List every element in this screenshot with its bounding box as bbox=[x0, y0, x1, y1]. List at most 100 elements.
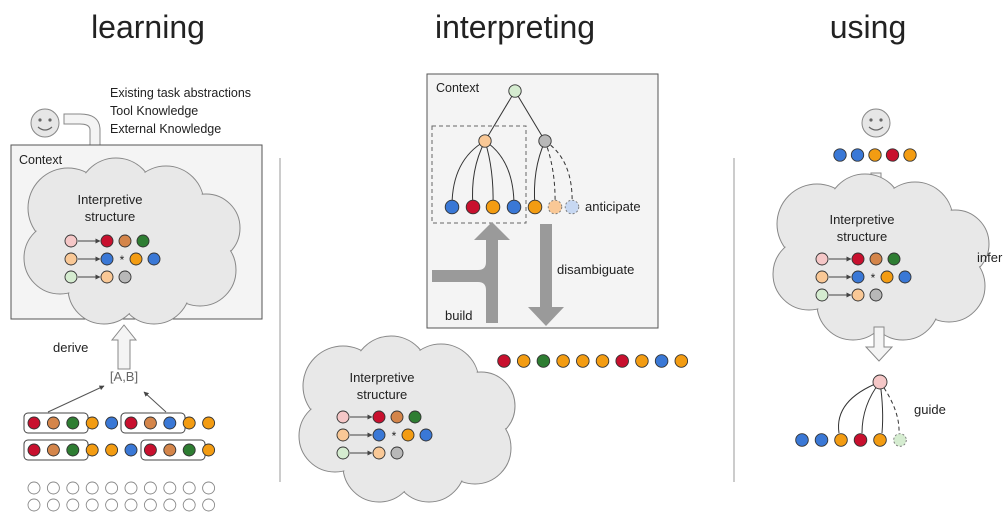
input-token-dot bbox=[595, 354, 610, 368]
token-dot bbox=[66, 416, 80, 430]
rule-body-dot bbox=[887, 252, 901, 266]
input-token-dot bbox=[635, 354, 649, 368]
learning-structure-label-2: structure bbox=[85, 209, 136, 224]
token-dot bbox=[85, 416, 99, 430]
infer-label: infer bbox=[977, 250, 1003, 265]
empty-dot bbox=[105, 481, 119, 495]
interpreting-cloud-fill bbox=[300, 337, 514, 501]
input-token-dot bbox=[497, 354, 511, 368]
interpreting-title: interpreting bbox=[435, 9, 595, 45]
empty-dot bbox=[105, 498, 119, 512]
rule-body-dot bbox=[129, 252, 143, 266]
token-dot bbox=[66, 443, 80, 457]
rule-body-dot bbox=[880, 270, 894, 284]
tree-leaf-node bbox=[444, 199, 460, 215]
empty-dot bbox=[85, 498, 99, 512]
input-token-dot bbox=[674, 354, 689, 368]
rule-body-dot bbox=[136, 234, 150, 248]
rule-body-dot bbox=[100, 234, 114, 248]
abstraction-label: [A,B] bbox=[110, 369, 138, 384]
user-token-dot bbox=[885, 148, 900, 162]
user-sequence bbox=[833, 148, 917, 162]
rule-head-dot bbox=[336, 428, 350, 442]
derive-label: derive bbox=[53, 340, 88, 355]
interpreting-rules: * bbox=[336, 410, 433, 460]
rule-head-dot bbox=[815, 252, 829, 266]
rule-head-dot bbox=[815, 270, 829, 284]
learning-title: learning bbox=[91, 9, 205, 45]
user-token-dot bbox=[903, 148, 917, 162]
rule-head-dot bbox=[336, 446, 350, 460]
rule-body-dot bbox=[898, 270, 912, 284]
using-structure-label-1: Interpretive bbox=[829, 212, 894, 227]
anticipated-node bbox=[564, 199, 580, 215]
token-dot bbox=[202, 443, 216, 457]
rule-body-dot bbox=[390, 446, 404, 460]
rule-head-dot bbox=[336, 410, 350, 424]
rule-body-dot bbox=[851, 252, 865, 266]
rule-head-dot bbox=[64, 270, 78, 284]
rule-marker: * bbox=[120, 253, 125, 267]
input-token-dot bbox=[576, 354, 590, 368]
guide-token-dot bbox=[814, 433, 829, 447]
empty-dot bbox=[66, 481, 80, 495]
guide-label: guide bbox=[914, 402, 946, 417]
guide-token-dot bbox=[873, 433, 887, 447]
empty-dot bbox=[143, 481, 157, 495]
input-token-dot bbox=[536, 354, 551, 368]
interpreting-context-label: Context bbox=[436, 81, 480, 95]
selected-subtree-box bbox=[431, 125, 527, 224]
empty-dot bbox=[182, 498, 196, 512]
input-token-dot bbox=[556, 354, 570, 368]
tree-leaf-node bbox=[506, 199, 522, 215]
interpreting-structure-label-1: Interpretive bbox=[349, 370, 414, 385]
rule-body-dot bbox=[100, 270, 114, 284]
token-dot bbox=[124, 443, 138, 457]
using-title: using bbox=[830, 9, 907, 45]
token-dot bbox=[27, 416, 41, 430]
empty-dot bbox=[46, 481, 60, 495]
parse-tree-nodes bbox=[444, 84, 580, 215]
input-token-dot bbox=[516, 354, 531, 368]
input-token-dot bbox=[615, 354, 629, 368]
knowledge-source-3: External Knowledge bbox=[110, 122, 221, 136]
empty-dot bbox=[202, 481, 216, 495]
rule-body-dot bbox=[408, 410, 422, 424]
infer-down-arrow bbox=[864, 326, 894, 362]
guide-token-dot bbox=[853, 433, 868, 447]
abstraction-link-left bbox=[47, 385, 105, 413]
empty-dot bbox=[27, 481, 41, 495]
learning-context-label: Context bbox=[19, 153, 63, 167]
empty-dot bbox=[27, 498, 41, 512]
tree-leaf-node bbox=[527, 199, 543, 215]
derive-arrow bbox=[110, 324, 138, 370]
token-dot bbox=[163, 416, 177, 430]
rule-body-dot bbox=[118, 234, 132, 248]
empty-dot bbox=[66, 498, 80, 512]
token-dot bbox=[105, 416, 119, 430]
token-dot bbox=[46, 443, 60, 457]
rule-body-dot bbox=[118, 270, 132, 284]
rule-head-dot bbox=[815, 288, 829, 302]
observed-sequences bbox=[27, 416, 216, 457]
guide-sequence bbox=[795, 374, 907, 447]
token-dot bbox=[143, 416, 157, 430]
learning-section: Existing task abstractions Tool Knowledg… bbox=[10, 86, 263, 512]
user-token-dot bbox=[850, 148, 865, 162]
token-dot bbox=[163, 443, 177, 457]
unobserved-sequences bbox=[27, 481, 216, 512]
rule-marker: * bbox=[392, 429, 397, 443]
rule-head-dot bbox=[64, 252, 78, 266]
rule-body-dot bbox=[869, 252, 883, 266]
empty-dot bbox=[163, 498, 177, 512]
tree-leaf-node bbox=[485, 199, 501, 215]
token-dot bbox=[182, 416, 196, 430]
rule-body-dot bbox=[372, 410, 386, 424]
rule-body-dot bbox=[851, 270, 865, 284]
using-section: Interpretive structure * infer guide bbox=[772, 108, 1003, 447]
guided-next-dot bbox=[893, 433, 907, 447]
tree-branch-node bbox=[478, 134, 492, 148]
guide-token-dot bbox=[795, 433, 809, 447]
rule-body-dot bbox=[419, 428, 433, 442]
